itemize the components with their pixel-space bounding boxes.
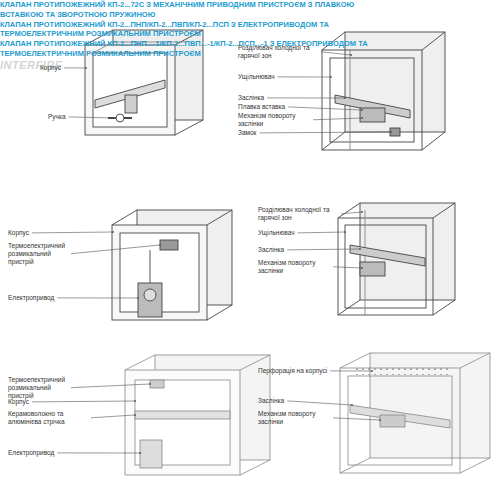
leader-dot	[361, 117, 363, 119]
leader-line	[64, 67, 86, 68]
part-label: Механізм повороту заслінки	[258, 259, 330, 275]
part-label: Корпус	[40, 64, 61, 72]
leader-line	[333, 418, 380, 420]
leader-line	[32, 232, 113, 234]
leader-line	[91, 415, 135, 418]
leader-line	[330, 370, 372, 371]
leader-line	[71, 384, 150, 388]
leader-line	[57, 452, 140, 453]
leader-dot	[371, 370, 373, 372]
part-label: Ущільнювач	[258, 229, 295, 237]
part-label: Заслінка	[258, 246, 284, 254]
leader-dot	[361, 211, 363, 213]
part-label: Розділювач холодної та гарячої зон	[258, 206, 338, 222]
leader-line	[313, 118, 362, 120]
leader-line	[298, 232, 345, 234]
section-heading: КЛАПАН ПРОТИПОЖЕЖНИЙ КП-2...ПНП...-1/КП-…	[0, 39, 430, 59]
leader-line	[71, 245, 160, 254]
part-label: Механізм повороту заслінки	[238, 112, 310, 128]
part-label: Розділювач холодної та гарячої зон	[238, 44, 318, 60]
part-label: Ущільнювач	[238, 73, 275, 81]
leader-dot	[114, 117, 116, 119]
leader-line	[288, 107, 362, 110]
leader-dot	[139, 452, 141, 454]
part-label: Термоелектричний розмикальний пристрій	[8, 242, 68, 265]
damper-electric-closed	[112, 210, 232, 320]
leader-line	[32, 401, 135, 403]
leader-dot	[134, 414, 136, 416]
part-label: Корпус	[8, 398, 29, 406]
part-label: Перфорація на корпусі	[258, 367, 327, 375]
part-label: Керамоволокно та алюмінієва стрічка	[8, 410, 88, 426]
leader-line	[278, 76, 331, 77]
leader-line	[287, 249, 360, 251]
leader-dot	[344, 97, 346, 99]
part-label: Ручка	[48, 113, 66, 121]
part-label: Заслінка	[238, 94, 264, 102]
part-label: Електропривод	[8, 294, 54, 302]
leader-dot	[350, 54, 352, 56]
section-heading: КЛАПАН ПРОТИПОЖЕЖНИЙ КП-2...ПНП/КП-2...П…	[0, 20, 390, 40]
leader-dot	[159, 244, 161, 246]
leader-dot	[330, 76, 332, 78]
leader-line	[287, 401, 352, 405]
part-label: Плавка вставка	[238, 103, 285, 111]
part-label: Термоелектричний розмикальний пристрій	[8, 376, 68, 399]
leader-dot	[359, 248, 361, 250]
leader-dot	[112, 231, 114, 233]
leader-dot	[134, 400, 136, 402]
leader-dot	[379, 419, 381, 421]
leader-line	[333, 267, 362, 268]
leader-dot	[361, 109, 363, 111]
leader-line	[69, 117, 115, 118]
leader-dot	[85, 67, 87, 69]
leader-line	[259, 132, 391, 134]
leader-line	[267, 97, 345, 98]
part-label: Заслінка	[258, 397, 284, 405]
leader-dot	[137, 297, 139, 299]
damper-insulated-closed	[125, 355, 270, 475]
damper-electric-open	[338, 203, 455, 315]
leader-dot	[351, 404, 353, 406]
leader-line	[341, 212, 362, 214]
leader-line	[57, 297, 138, 298]
leader-line	[321, 52, 351, 55]
part-label: Корпус	[8, 229, 29, 237]
part-label: Механізм повороту заслінки	[258, 410, 330, 426]
section-heading: КЛАПАН ПРОТИПОЖЕЖНИЙ КП-2...72С З МЕХАНІ…	[0, 0, 390, 20]
leader-dot	[361, 267, 363, 269]
leader-dot	[344, 231, 346, 233]
part-label: Замок	[238, 129, 256, 137]
leader-dot	[149, 383, 151, 385]
leader-dot	[390, 131, 392, 133]
part-label: Електропривод	[8, 449, 54, 457]
